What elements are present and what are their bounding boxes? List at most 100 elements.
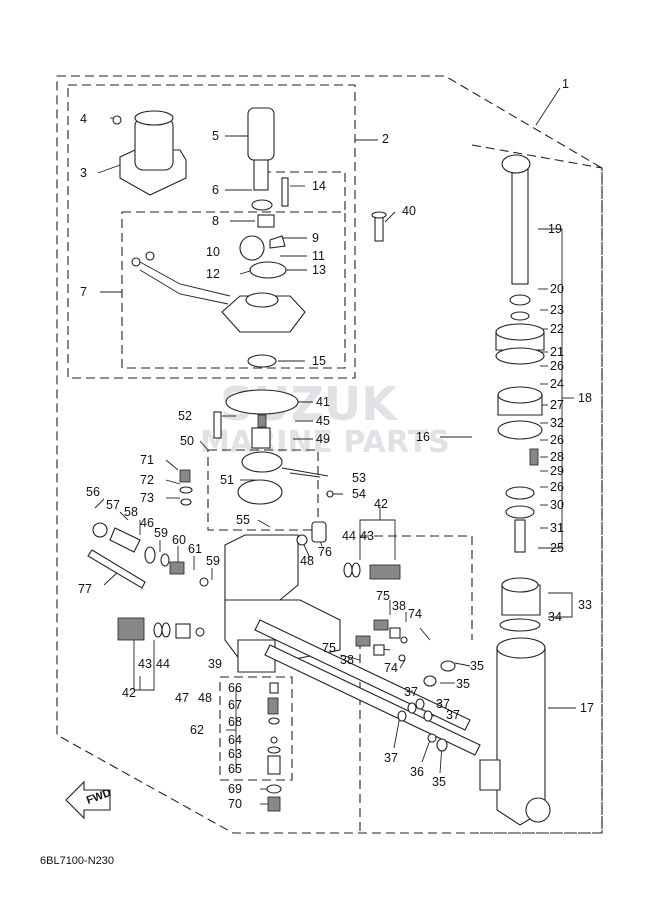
callout-45: 45 [316,414,330,428]
callout-36: 36 [410,765,424,779]
callout-1: 1 [562,77,569,91]
boundary-assembly-1 [56,75,603,834]
callout-50: 50 [180,434,194,448]
tilt-cylinder [479,154,551,826]
callout-55: 55 [236,513,250,527]
callout-20: 20 [550,282,564,296]
callout-44b: 44 [156,657,170,671]
callout-76: 76 [318,545,332,559]
leader-lines [94,87,576,805]
callout-32: 32 [550,416,564,430]
callout-52: 52 [178,409,192,423]
callout-23: 23 [550,303,564,317]
left-valve-parts [87,522,401,641]
callout-58: 58 [124,505,138,519]
callout-34: 34 [548,610,562,624]
callout-21: 21 [550,345,564,359]
callout-35a: 35 [470,659,484,673]
watermark: SUZUK MARINE PARTS [200,377,450,460]
callout-67: 67 [228,698,242,712]
callout-10: 10 [206,245,220,259]
callout-49: 49 [316,432,330,446]
callout-63: 63 [228,747,242,761]
callout-77: 77 [78,582,92,596]
callout-62: 62 [190,723,204,737]
callout-2: 2 [382,132,389,146]
boundary-valve-62 [219,676,293,781]
callout-15: 15 [312,354,326,368]
callout-68: 68 [228,715,242,729]
callout-8: 8 [212,214,219,228]
callout-9: 9 [312,231,319,245]
callout-66: 66 [228,681,242,695]
motor-assembly [112,107,387,368]
o-ring-41 [225,389,299,415]
callout-26b: 26 [550,433,564,447]
manifold-body [224,521,481,756]
callout-41: 41 [316,395,330,409]
callout-48a: 48 [300,554,314,568]
boundary-motor-inner-7 [121,211,346,369]
fwd-arrow [65,780,111,820]
callout-74b: 74 [384,661,398,675]
callout-51: 51 [220,473,234,487]
callout-75b: 75 [322,641,336,655]
callout-46: 46 [140,516,154,530]
callout-28: 28 [550,450,564,464]
callout-26c: 26 [550,480,564,494]
diagram-code: 6BL7100-N230 [40,855,114,867]
callout-39: 39 [208,657,222,671]
callout-40: 40 [402,204,416,218]
callout-3: 3 [80,166,87,180]
boundary-motor-2 [67,84,356,379]
callout-57: 57 [106,498,120,512]
callout-71: 71 [140,453,154,467]
callout-37d: 37 [384,751,398,765]
callout-44a: 44 [342,529,356,543]
callout-64: 64 [228,733,242,747]
callout-31: 31 [550,521,564,535]
valve-stack-62 [266,682,282,812]
pump-assembly [179,411,334,506]
callout-54: 54 [352,487,366,501]
callout-56: 56 [86,485,100,499]
callout-43a: 43 [360,529,374,543]
callout-42a: 42 [374,497,388,511]
callout-24: 24 [550,377,564,391]
callout-25: 25 [550,541,564,555]
callout-53: 53 [352,471,366,485]
callout-38b: 38 [340,653,354,667]
callout-16: 16 [416,430,430,444]
callout-35c: 35 [432,775,446,789]
callout-48b: 48 [198,691,212,705]
callout-59a: 59 [154,526,168,540]
right-valve-parts [355,619,456,752]
callout-37b: 37 [436,697,450,711]
boundary-tilt-16 [360,535,473,640]
callout-42b: 42 [122,686,136,700]
callout-61: 61 [188,542,202,556]
callout-13: 13 [312,263,326,277]
callout-38a: 38 [392,599,406,613]
callout-33: 33 [578,598,592,612]
callout-14: 14 [312,179,326,193]
callout-69: 69 [228,782,242,796]
callout-6: 6 [212,183,219,197]
watermark-line2: MARINE PARTS [200,425,450,460]
callout-11: 11 [312,249,325,263]
callout-37c: 37 [446,708,460,722]
callout-12: 12 [206,267,220,281]
callout-74a: 74 [408,607,422,621]
callout-47: 47 [175,691,189,705]
callout-30: 30 [550,498,564,512]
callout-29: 29 [550,464,564,478]
callout-59b: 59 [206,554,220,568]
callout-26a: 26 [550,359,564,373]
callout-22: 22 [550,322,564,336]
callouts: 1 2 3 4 5 6 7 8 9 10 11 12 13 14 15 16 1… [78,77,594,811]
callout-72: 72 [140,473,154,487]
callout-35b: 35 [456,677,470,691]
callout-70: 70 [228,797,242,811]
callout-18: 18 [578,391,592,405]
